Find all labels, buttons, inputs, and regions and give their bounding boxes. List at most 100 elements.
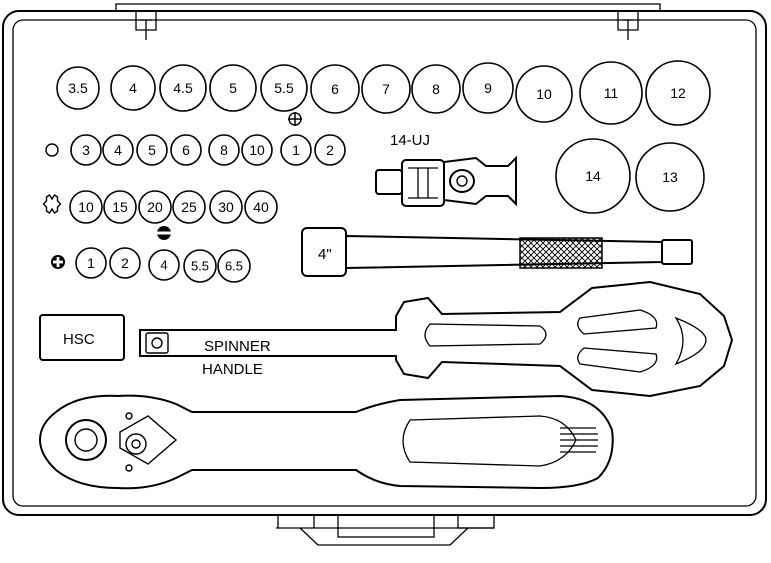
bit-torx-5: 30 [209, 190, 243, 224]
bit-torx-1-label: 10 [78, 199, 94, 215]
bit-hex-1: 3 [70, 134, 102, 166]
bit-torx-5-label: 30 [218, 199, 234, 215]
bit-torx-2-circle [103, 190, 137, 224]
socket-10-circle [515, 65, 573, 123]
socket-1-circle [56, 66, 100, 110]
socket-3-label: 4.5 [173, 80, 193, 96]
socket-11-circle [579, 61, 643, 125]
bit-torx-6-circle [244, 190, 278, 224]
bit-row-phillips-slotted: 1 2 4 5.5 6.5 [75, 247, 251, 283]
bit-hex-2: 4 [102, 134, 134, 166]
bit-torx-2: 15 [103, 190, 137, 224]
universal-joint-label: 14-UJ [390, 132, 430, 149]
hsc-label: HSC [63, 331, 95, 348]
bit-hex-7-label: 1 [292, 142, 300, 158]
bit-torx-3-label: 20 [147, 199, 163, 215]
bit-slotted-3: 6.5 [217, 249, 251, 283]
bit-hex-7-circle [280, 134, 312, 166]
socket-11-label: 11 [604, 85, 619, 101]
bit-slotted-3-label: 6.5 [225, 259, 243, 274]
bit-row-torx: 10 15 20 25 30 40 [69, 190, 278, 224]
bit-hex-8-circle [314, 134, 346, 166]
socket-large-13-circle [635, 142, 705, 212]
socket-8: 8 [411, 64, 461, 114]
bit-hex-8-label: 2 [326, 142, 334, 158]
bit-phillips-2: 2 [109, 247, 141, 279]
socket-large-13-label: 13 [662, 169, 678, 185]
socket-4-circle [209, 64, 257, 112]
bit-hex-8: 2 [314, 134, 346, 166]
spinner-label-2: HANDLE [202, 361, 263, 378]
bit-hex-3-label: 5 [148, 142, 156, 158]
socket-10: 10 [515, 65, 573, 123]
socket-6-label: 6 [331, 81, 339, 97]
bit-hex-1-circle [70, 134, 102, 166]
socket-3: 4.5 [159, 64, 207, 112]
socket-2-label: 4 [129, 80, 137, 96]
bit-torx-1: 10 [69, 190, 103, 224]
bit-hex-5-circle [208, 134, 240, 166]
socket-12-label: 12 [670, 85, 686, 101]
bit-hex-5-label: 8 [220, 142, 228, 158]
socket-4: 5 [209, 64, 257, 112]
socket-1-label: 3.5 [68, 80, 88, 96]
socket-12-circle [645, 60, 711, 126]
bit-hex-6-label: 10 [249, 142, 265, 158]
bit-hex-4: 6 [170, 134, 202, 166]
bit-hex-5: 8 [208, 134, 240, 166]
large-socket-extra: 14 13 [555, 138, 705, 214]
extension-bar: 4" [301, 227, 693, 277]
socket-9-label: 9 [484, 80, 492, 96]
slotted-bit-icon [157, 226, 171, 240]
socket-large-13: 13 [635, 142, 705, 212]
socket-7: 7 [361, 64, 411, 114]
bit-hex-6-circle [241, 134, 273, 166]
socket-5-label: 5.5 [274, 80, 294, 96]
socket-7-label: 7 [382, 81, 390, 97]
bit-hex-6: 10 [241, 134, 273, 166]
case-outline [2, 3, 767, 546]
bit-slotted-1-circle [148, 249, 180, 281]
spinner-handle: SPINNER HANDLE [139, 280, 734, 398]
bit-hex-2-circle [102, 134, 134, 166]
hsc-holder: HSC [39, 314, 125, 361]
bit-torx-5-circle [209, 190, 243, 224]
socket-6: 6 [310, 64, 360, 114]
bit-hex-2-label: 4 [114, 142, 122, 158]
socket-5-circle [260, 64, 308, 112]
socket-11: 11 [579, 61, 643, 125]
bit-phillips-1-label: 1 [87, 255, 95, 271]
socket-7-circle [361, 64, 411, 114]
bit-torx-3: 20 [138, 190, 172, 224]
socket-large-14: 14 [555, 138, 631, 214]
bit-hex-4-circle [170, 134, 202, 166]
bit-hex-3: 5 [136, 134, 168, 166]
bit-phillips-2-label: 2 [121, 255, 129, 271]
socket-3-circle [159, 64, 207, 112]
bit-phillips-1: 1 [75, 247, 107, 279]
socket-2: 4 [110, 65, 156, 111]
bit-slotted-2-circle [183, 249, 217, 283]
pozidriv-bit-icon [288, 112, 302, 126]
bit-slotted-1-label: 4 [160, 258, 167, 273]
socket-4-label: 5 [229, 80, 237, 96]
socket-1: 3.5 [56, 66, 100, 110]
socket-10-label: 10 [536, 86, 552, 102]
bit-slotted-2: 5.5 [183, 249, 217, 283]
bit-slotted-2-label: 5.5 [191, 259, 209, 274]
bit-hex-1-label: 3 [82, 142, 90, 158]
socket-9: 9 [462, 62, 514, 114]
ratchet [38, 394, 614, 490]
socket-12: 12 [645, 60, 711, 126]
bit-torx-4: 25 [172, 190, 206, 224]
bit-phillips-1-circle [75, 247, 107, 279]
bit-slotted-1: 4 [148, 249, 180, 281]
bit-torx-6-label: 40 [253, 199, 269, 215]
bit-hex-3-circle [136, 134, 168, 166]
bit-torx-1-circle [69, 190, 103, 224]
bit-torx-2-label: 15 [112, 199, 128, 215]
bit-torx-3-circle [138, 190, 172, 224]
bit-hex-7: 1 [280, 134, 312, 166]
